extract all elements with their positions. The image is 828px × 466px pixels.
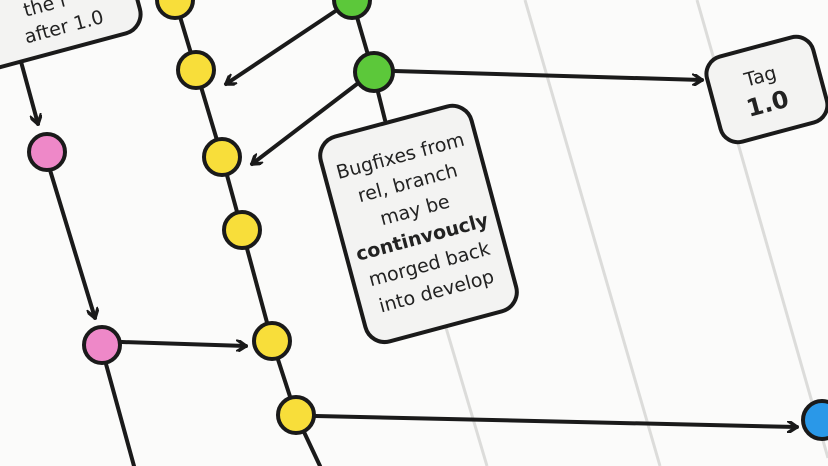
commit-node — [222, 210, 262, 250]
merge-arrow — [224, 6, 342, 86]
tag-box: Tag 1.0 — [704, 34, 828, 145]
note-box: the r after 1.0 — [0, 0, 143, 73]
lane-divider — [523, 0, 662, 466]
commit-node — [353, 51, 395, 93]
commit-node — [801, 399, 828, 441]
edge — [48, 168, 95, 320]
commit-node — [276, 395, 316, 435]
merge-arrow — [120, 342, 248, 346]
edge — [18, 56, 38, 126]
commit-node — [27, 132, 67, 172]
bugfix-note-box: Bugfixes from rel, branch may be continv… — [318, 103, 519, 345]
merge-arrow — [250, 82, 359, 166]
commit-node — [176, 50, 216, 90]
commit-node — [202, 137, 242, 177]
branch-arrow — [314, 414, 799, 427]
tag-arrow — [392, 69, 704, 80]
commit-node — [82, 325, 122, 365]
commit-node — [252, 321, 292, 361]
edge — [104, 362, 136, 466]
commit-node — [332, 0, 372, 20]
commit-node — [155, 0, 195, 20]
